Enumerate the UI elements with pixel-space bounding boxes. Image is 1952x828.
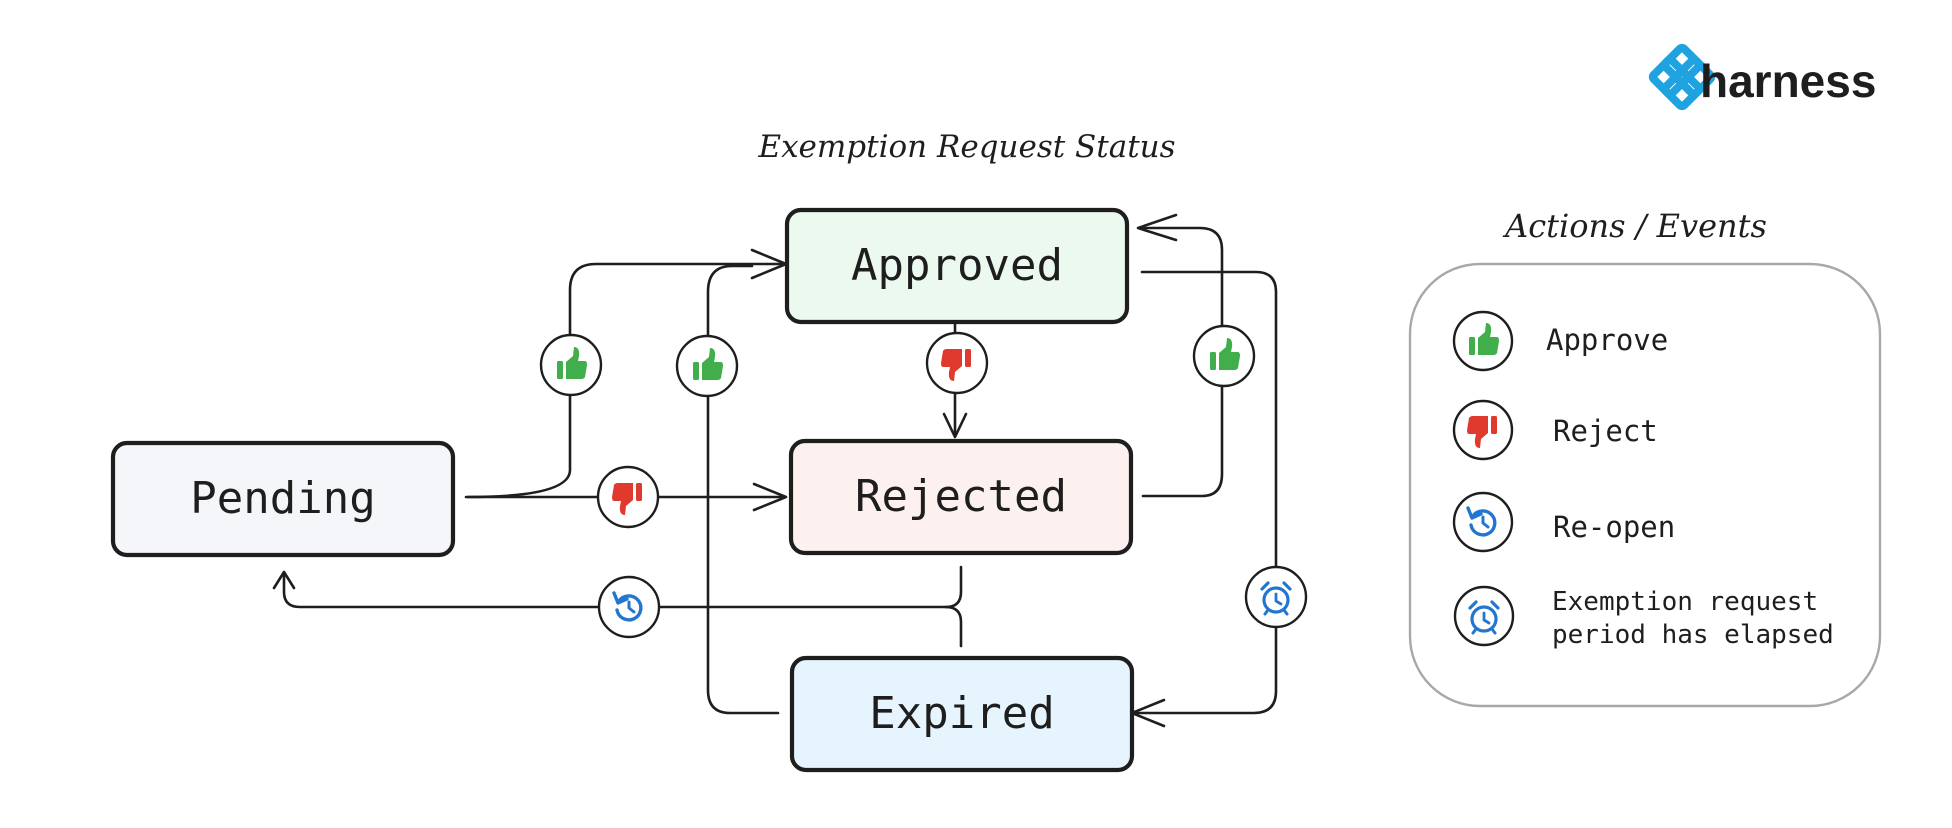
badge-approve-expired [675, 334, 739, 398]
badge-reject-approved [925, 331, 989, 395]
arrowhead-pending-to-rejected [752, 482, 788, 512]
diagram-title: Exemption Request Status [757, 129, 1175, 165]
legend-label-approve: Approve [1546, 323, 1668, 357]
state-approved-label: Approved [851, 240, 1063, 291]
harness-logo-text: harness [1700, 55, 1876, 107]
legend-label-reject: Reject [1553, 414, 1658, 448]
state-expired-box [789, 655, 1135, 773]
harness-logo: harness [1648, 43, 1876, 111]
arrowhead-reopen-to-pending [272, 570, 296, 590]
state-expired: Expired [789, 655, 1135, 773]
edge-expired-to-pending [944, 605, 963, 648]
arrowhead-rejected-to-approved [1136, 213, 1178, 242]
legend-item-reject: Reject [1452, 399, 1658, 461]
state-approved-box [784, 207, 1130, 325]
badge-reject-pending [596, 465, 660, 529]
state-rejected-box [788, 438, 1134, 556]
legend-label-reopen: Re-open [1553, 510, 1675, 544]
legend-title: Actions / Events [1502, 207, 1767, 245]
edge-expired-to-approved [706, 264, 780, 715]
state-pending-box [110, 440, 456, 558]
badge-approve-pending [539, 333, 603, 397]
legend-item-approve: Approve [1452, 310, 1668, 372]
edge-pending-to-approved [466, 262, 786, 499]
state-rejected: Rejected [788, 438, 1134, 556]
arrowhead-approved-to-rejected [942, 412, 968, 439]
badge-approve-rejected [1192, 324, 1256, 388]
legend-label-elapsed-line2: period has elapsed [1552, 620, 1834, 650]
edge-rejected-to-pending [944, 565, 963, 609]
badge-elapsed [1244, 565, 1308, 629]
state-approved: Approved [784, 207, 1130, 325]
legend-item-reopen: Re-open [1452, 491, 1675, 553]
state-rejected-label: Rejected [855, 471, 1067, 522]
state-expired-label: Expired [869, 688, 1054, 739]
legend-item-elapsed: Exemption request period has elapsed [1453, 585, 1834, 650]
legend: Actions / Events Approve Reject Re-open … [1408, 207, 1882, 708]
edge-reopen-to-pending [282, 571, 948, 609]
badge-reopen [597, 575, 661, 639]
legend-label-elapsed-line1: Exemption request [1552, 587, 1818, 617]
state-pending-label: Pending [190, 473, 375, 524]
state-pending: Pending [110, 440, 456, 558]
legend-frame [1408, 262, 1882, 708]
harness-logo-icon [1648, 43, 1716, 111]
edge-approved-to-expired [1132, 270, 1278, 715]
